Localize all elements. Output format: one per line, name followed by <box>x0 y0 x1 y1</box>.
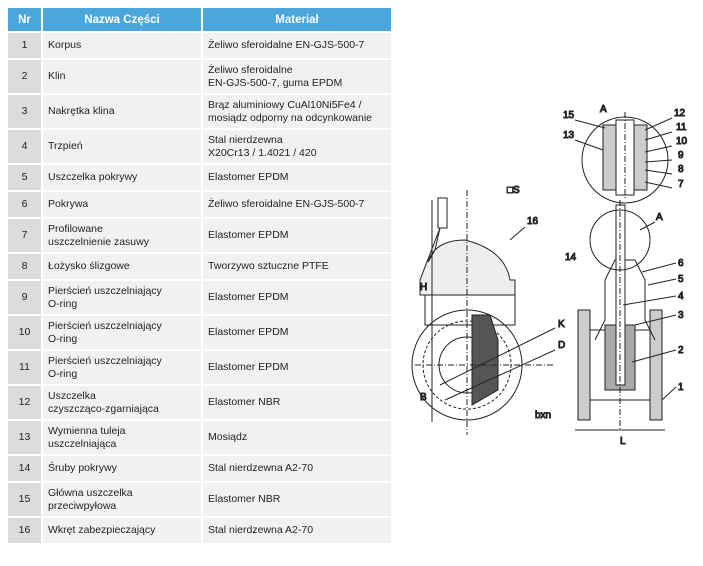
callout-13: 13 <box>563 130 575 141</box>
dim-bxn: bxn <box>535 410 551 421</box>
part-material: Brąz aluminiowy CuAl10Ni5Fe4 / mosiądz o… <box>203 95 391 128</box>
part-name: Pierścień uszczelniający O-ring <box>43 281 201 314</box>
part-number: 16 <box>8 518 41 543</box>
part-number: 9 <box>8 281 41 314</box>
callout-16: 16 <box>527 216 539 227</box>
dim-h: H <box>420 282 427 293</box>
part-material: Elastomer EPDM <box>203 316 391 349</box>
valve-drawing: A 15 13 12 11 10 9 8 7 H B □S 16 K D bxn… <box>411 104 688 448</box>
part-name: Pierścień uszczelniający O-ring <box>43 351 201 384</box>
part-material: Elastomer NBR <box>203 483 391 516</box>
part-number: 3 <box>8 95 41 128</box>
dim-s: □S <box>507 185 520 196</box>
callout-2: 2 <box>678 345 684 356</box>
part-name: Uszczelka czyszcząco-zgarniająca <box>43 386 201 419</box>
part-number: 4 <box>8 130 41 163</box>
part-name: Pokrywa <box>43 192 201 217</box>
part-material: Elastomer EPDM <box>203 351 391 384</box>
part-material: Mosiądz <box>203 421 391 454</box>
callout-1: 1 <box>678 382 684 393</box>
part-name: Korpus <box>43 33 201 58</box>
part-name: Śruby pokrywy <box>43 456 201 481</box>
part-material: Żeliwo sferoidalne EN-GJS-500-7 <box>203 192 391 217</box>
callout-10: 10 <box>676 136 688 147</box>
callout-9: 9 <box>678 150 684 161</box>
callout-14: 14 <box>565 252 577 263</box>
part-material: Elastomer NBR <box>203 386 391 419</box>
callout-5: 5 <box>678 274 684 285</box>
callout-12: 12 <box>674 108 686 119</box>
part-name: Nakrętka klina <box>43 95 201 128</box>
dim-k: K <box>558 319 565 330</box>
part-number: 10 <box>8 316 41 349</box>
part-number: 7 <box>8 219 41 252</box>
part-number: 1 <box>8 33 41 58</box>
callout-4: 4 <box>678 291 684 302</box>
callout-8: 8 <box>678 164 684 175</box>
dim-l: L <box>620 436 626 447</box>
part-name: Uszczelka pokrywy <box>43 165 201 190</box>
part-name: Łożysko ślizgowe <box>43 254 201 279</box>
part-material: Żeliwo sferoidalne EN-GJS-500-7 <box>203 33 391 58</box>
part-number: 2 <box>8 60 41 93</box>
part-name: Wymienna tuleja uszczelniająca <box>43 421 201 454</box>
part-number: 5 <box>8 165 41 190</box>
part-material: Stal nierdzewna X20Cr13 / 1.4021 / 420 <box>203 130 391 163</box>
part-material: Stal nierdzewna A2-70 <box>203 518 391 543</box>
dim-b: B <box>420 392 427 403</box>
dim-d: D <box>558 340 565 351</box>
part-number: 6 <box>8 192 41 217</box>
header-name: Nazwa Części <box>43 8 201 31</box>
part-material: Żeliwo sferoidalne EN-GJS-500-7, guma EP… <box>203 60 391 93</box>
part-number: 8 <box>8 254 41 279</box>
part-number: 13 <box>8 421 41 454</box>
part-number: 12 <box>8 386 41 419</box>
callout-15: 15 <box>563 110 575 121</box>
header-nr: Nr <box>8 8 41 31</box>
callout-3: 3 <box>678 310 684 321</box>
part-name: Wkręt zabezpieczający <box>43 518 201 543</box>
part-name: Trzpień <box>43 130 201 163</box>
part-name: Główna uszczelka przeciwpyłowa <box>43 483 201 516</box>
callout-6: 6 <box>678 258 684 269</box>
part-number: 14 <box>8 456 41 481</box>
part-material: Elastomer EPDM <box>203 281 391 314</box>
detail-label: A <box>600 104 607 115</box>
callout-a: A <box>656 212 663 223</box>
part-number: 15 <box>8 483 41 516</box>
callout-7: 7 <box>678 179 684 190</box>
part-material: Stal nierdzewna A2-70 <box>203 456 391 481</box>
part-name: Pierścień uszczelniający O-ring <box>43 316 201 349</box>
part-material: Elastomer EPDM <box>203 219 391 252</box>
part-number: 11 <box>8 351 41 384</box>
part-name: Profilowane uszczelnienie zasuwy <box>43 219 201 252</box>
part-material: Tworzywo sztuczne PTFE <box>203 254 391 279</box>
header-material: Materiał <box>203 8 391 31</box>
callout-11: 11 <box>676 122 687 133</box>
part-material: Elastomer EPDM <box>203 165 391 190</box>
part-name: Klin <box>43 60 201 93</box>
